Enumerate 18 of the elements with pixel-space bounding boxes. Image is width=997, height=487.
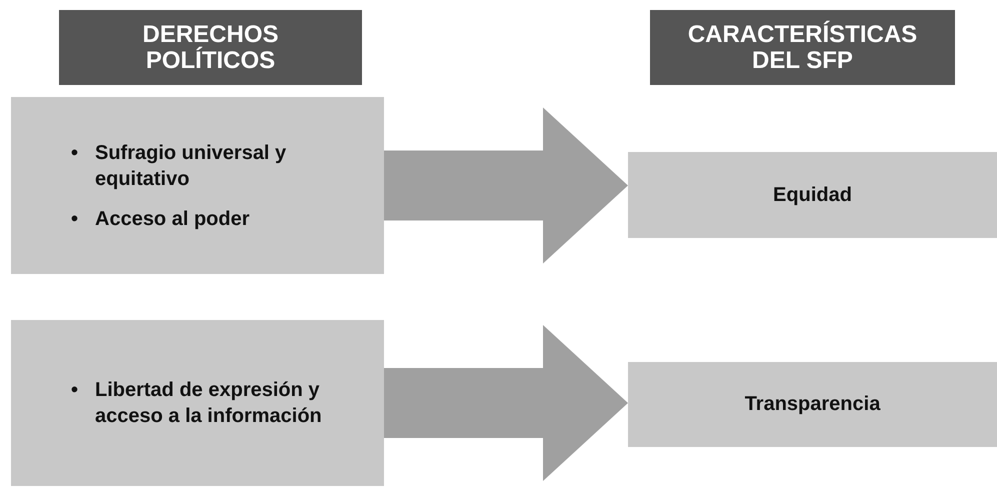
- bullet-item: Acceso al poder: [95, 206, 251, 232]
- header-box: [59, 10, 362, 85]
- bullet-item: Sufragio universal y equitativo: [95, 140, 288, 192]
- result-box: [628, 362, 997, 447]
- content-box: [11, 97, 384, 274]
- block-arrow: [384, 108, 628, 264]
- label: Equidad: [773, 184, 852, 206]
- bullet-item: Libertad de expresión y acceso a la información: [95, 378, 323, 429]
- block-arrow: [384, 325, 628, 481]
- bullet: •: [71, 206, 78, 232]
- content-box: [11, 320, 384, 486]
- bullet: •: [71, 378, 78, 403]
- result-box: [628, 152, 997, 238]
- header-box: [650, 10, 955, 85]
- bullet: •: [71, 140, 78, 166]
- label: Transparencia: [744, 393, 880, 416]
- heading: DERECHOS POLÍTICOS: [141, 22, 280, 73]
- heading: CARACTERÍSTICAS DEL SFP: [688, 22, 918, 73]
